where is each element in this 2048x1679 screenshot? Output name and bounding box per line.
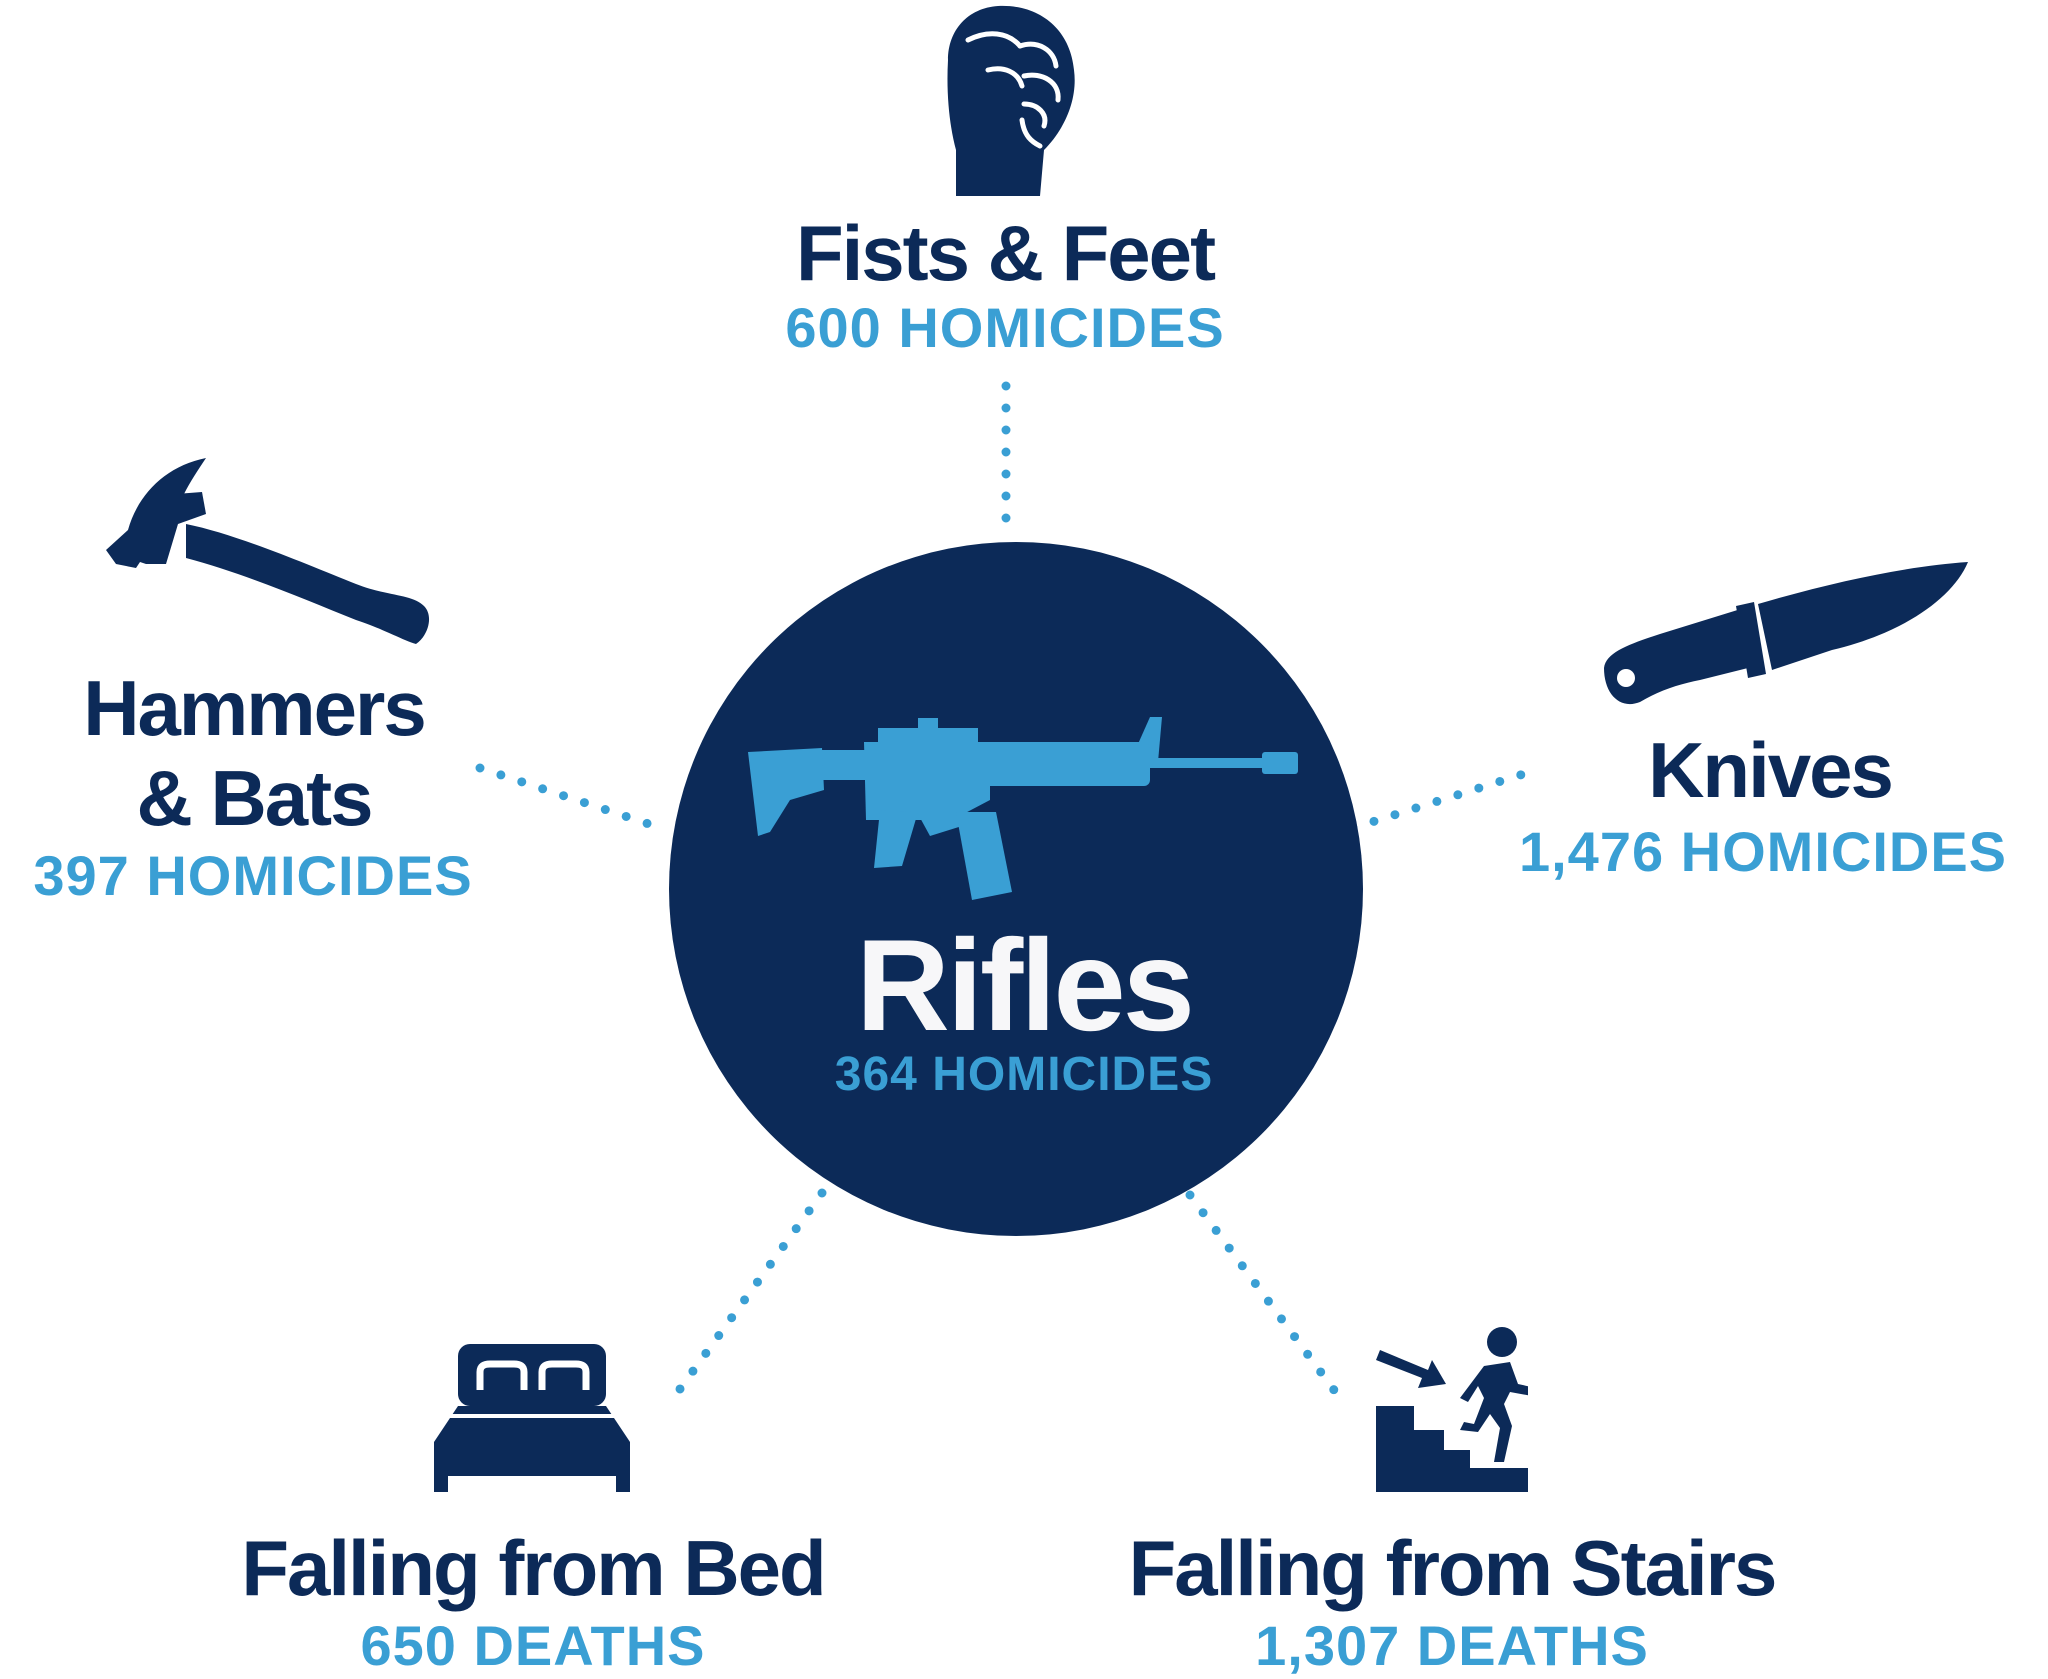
bed-icon (434, 1344, 630, 1492)
hammer-icon (106, 458, 430, 644)
fist-icon (947, 5, 1075, 196)
rifle-icon (748, 717, 1298, 900)
connector-bed (675, 1188, 827, 1394)
connector-stairs (1185, 1190, 1339, 1395)
fists-value: 600 HOMICIDES (785, 296, 1225, 359)
fists-title: Fists & Feet (795, 209, 1216, 297)
knife-icon (1604, 562, 1968, 705)
hammers-value: 397 HOMICIDES (33, 844, 473, 907)
knives-value: 1,476 HOMICIDES (1518, 820, 2008, 883)
center-value: 364 HOMICIDES (834, 1048, 1214, 1101)
center-circle (669, 542, 1363, 1236)
hammers-title-line-2: & Bats (136, 754, 373, 842)
stairs-icon (1376, 1327, 1528, 1492)
bed-title: Falling from Bed (241, 1524, 826, 1612)
stairs-title: Falling from Stairs (1128, 1524, 1778, 1612)
hammers-title-line-1: Hammers (83, 664, 427, 752)
center-title: Rifles (855, 912, 1195, 1058)
knives-title: Knives (1648, 726, 1894, 814)
stairs-value: 1,307 DEATHS (1255, 1614, 1649, 1677)
bed-value: 650 DEATHS (360, 1614, 706, 1677)
connector-hammers (475, 763, 669, 834)
connector-knives (1348, 765, 1541, 833)
